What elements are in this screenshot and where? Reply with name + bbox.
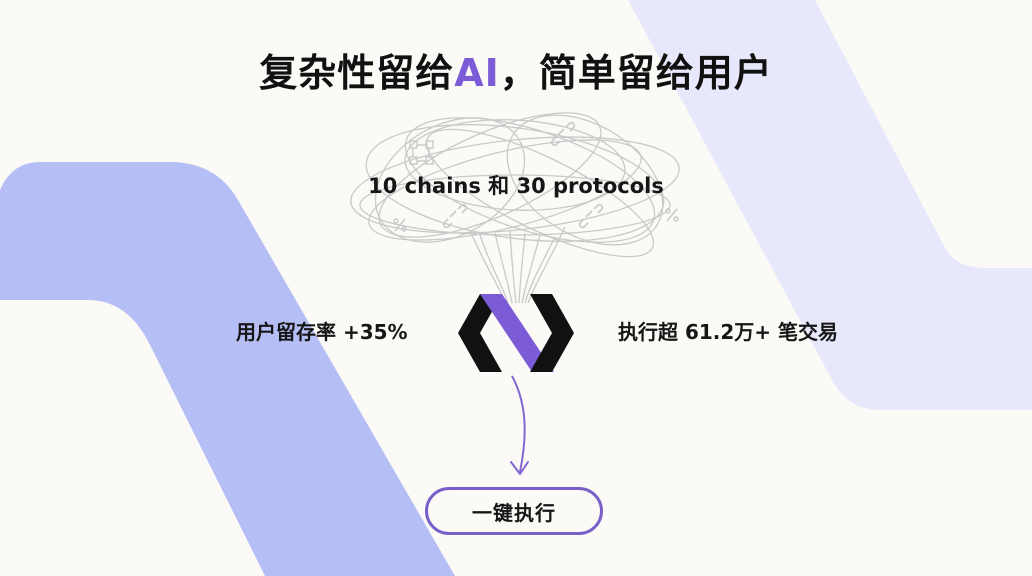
- transactions-stat: 执行超 61.2万+ 笔交易: [618, 320, 839, 344]
- right-diagonal-stripe: [628, 0, 1032, 410]
- execute-button[interactable]: 一键执行: [425, 487, 603, 535]
- left-diagonal-stripe: [0, 162, 455, 576]
- retention-stat: 用户留存率 +35%: [236, 320, 408, 344]
- title-suffix: ，简单留给用户: [499, 51, 773, 95]
- link-icon: [578, 203, 604, 229]
- link-icon: [550, 121, 576, 147]
- down-arrow-icon: [510, 375, 529, 475]
- chains-protocols-label: 10 chains 和 30 protocols: [368, 174, 664, 198]
- percent-icon: [665, 208, 679, 222]
- page-title: 复杂性留给AI，简单留给用户: [0, 42, 1032, 97]
- title-accent: AI: [454, 51, 500, 95]
- title-prefix: 复杂性留给: [259, 51, 455, 95]
- tangled-lines-graphic: [350, 112, 680, 304]
- brand-logo: [458, 294, 574, 372]
- percent-icon: [393, 218, 407, 232]
- node-graph-icon: [409, 140, 434, 165]
- link-icon: [442, 203, 468, 229]
